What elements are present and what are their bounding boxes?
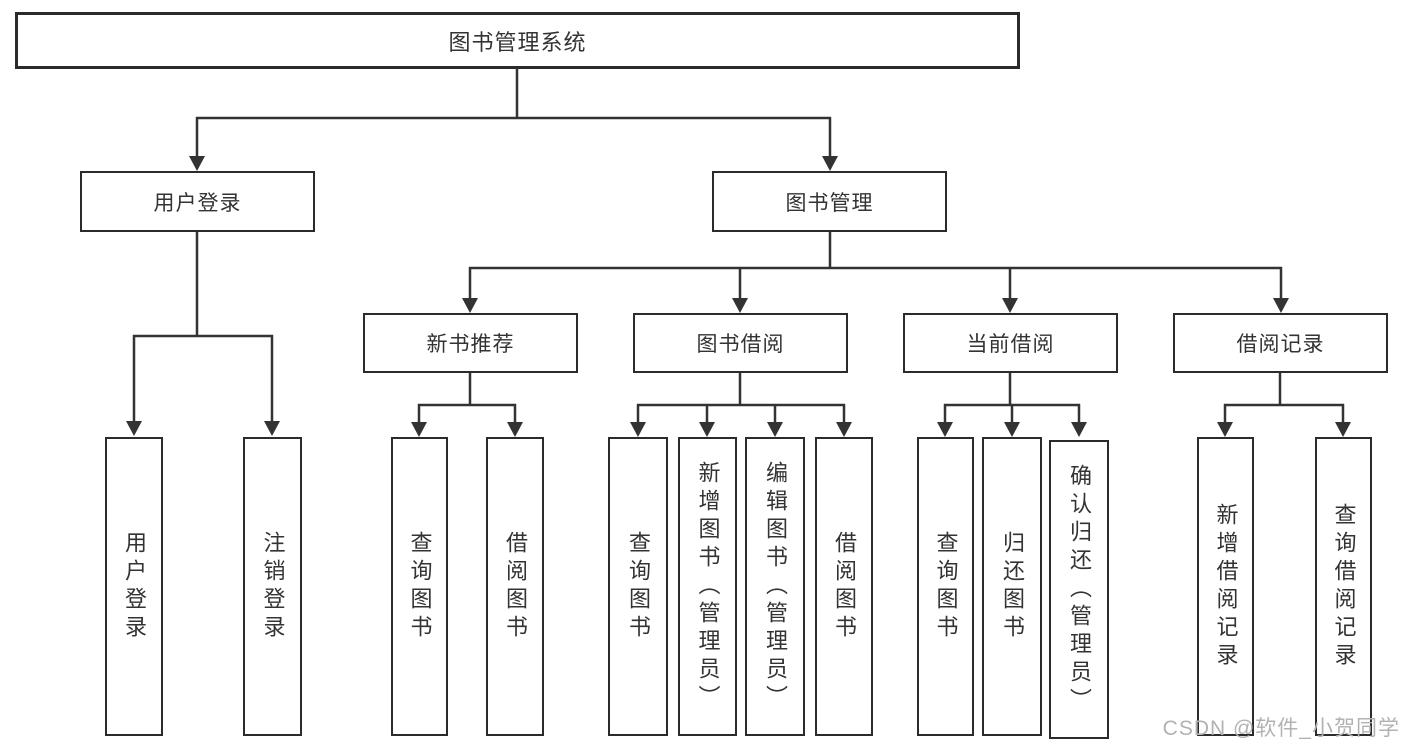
leaf-borrow-books-recommend-label: 借阅图书 bbox=[503, 530, 528, 643]
edge-book-borrowing-split bbox=[630, 373, 852, 437]
edge-root-split bbox=[189, 68, 838, 171]
leaf-logout: 注销登录 bbox=[243, 437, 302, 736]
leaf-confirm-return-admin: 确认归还（管理员） bbox=[1049, 440, 1109, 739]
node-current-borrowing-label: 当前借阅 bbox=[966, 333, 1055, 356]
leaf-user-login-label: 用户登录 bbox=[122, 530, 147, 643]
node-book-borrowing-label: 图书借阅 bbox=[696, 333, 785, 356]
node-current-borrowing: 当前借阅 bbox=[903, 313, 1118, 373]
leaf-query-books-recommend: 查询图书 bbox=[391, 437, 448, 736]
leaf-edit-book-admin-label: 编辑图书（管理员） bbox=[763, 460, 788, 713]
leaf-query-borrow-record-label: 查询借阅记录 bbox=[1331, 502, 1357, 671]
node-user-login-label: 用户登录 bbox=[153, 191, 242, 215]
leaf-edit-book-admin: 编辑图书（管理员） bbox=[745, 437, 805, 736]
node-library-system: 图书管理系统 bbox=[15, 12, 1020, 69]
leaf-add-book-admin: 新增图书（管理员） bbox=[678, 437, 737, 736]
leaf-borrow-books-recommend: 借阅图书 bbox=[486, 437, 544, 736]
leaf-user-login: 用户登录 bbox=[105, 437, 163, 736]
edge-book-management-split bbox=[462, 232, 1289, 313]
leaf-add-book-admin-label: 新增图书（管理员） bbox=[695, 460, 721, 713]
csdn-watermark: CSDN @软件_小贺同学 bbox=[1162, 717, 1400, 740]
node-book-management-label: 图书管理 bbox=[785, 191, 874, 215]
leaf-borrow-books: 借阅图书 bbox=[815, 437, 873, 736]
leaf-query-books-recommend-label: 查询图书 bbox=[407, 530, 433, 643]
leaf-logout-label: 注销登录 bbox=[260, 530, 286, 643]
node-borrow-records-label: 借阅记录 bbox=[1236, 333, 1325, 356]
node-user-login: 用户登录 bbox=[80, 171, 315, 232]
leaf-borrow-books-label: 借阅图书 bbox=[832, 530, 857, 643]
leaf-query-books-borrowing: 查询图书 bbox=[608, 437, 668, 736]
leaf-confirm-return-admin-label: 确认归还（管理员） bbox=[1067, 463, 1092, 716]
edge-current-borrowing-split bbox=[937, 373, 1087, 437]
node-new-book-recommend-label: 新书推荐 bbox=[426, 333, 515, 356]
node-book-management: 图书管理 bbox=[712, 171, 947, 232]
node-borrow-records: 借阅记录 bbox=[1173, 313, 1388, 373]
leaf-query-books-current-label: 查询图书 bbox=[933, 530, 959, 643]
node-new-book-recommend: 新书推荐 bbox=[363, 313, 578, 373]
leaf-query-books-borrowing-label: 查询图书 bbox=[626, 530, 651, 643]
node-library-system-label: 图书管理系统 bbox=[448, 29, 587, 55]
leaf-add-borrow-record: 新增借阅记录 bbox=[1197, 437, 1254, 736]
leaf-return-books: 归还图书 bbox=[982, 437, 1042, 736]
edge-new-book-recommend-split bbox=[411, 373, 523, 437]
node-book-borrowing: 图书借阅 bbox=[633, 313, 848, 373]
edge-borrow-records-split bbox=[1217, 373, 1351, 437]
leaf-return-books-label: 归还图书 bbox=[1000, 530, 1025, 643]
leaf-query-books-current: 查询图书 bbox=[917, 437, 974, 736]
edge-user-login-split bbox=[126, 232, 280, 436]
leaf-query-borrow-record: 查询借阅记录 bbox=[1315, 437, 1372, 736]
leaf-add-borrow-record-label: 新增借阅记录 bbox=[1213, 502, 1239, 671]
